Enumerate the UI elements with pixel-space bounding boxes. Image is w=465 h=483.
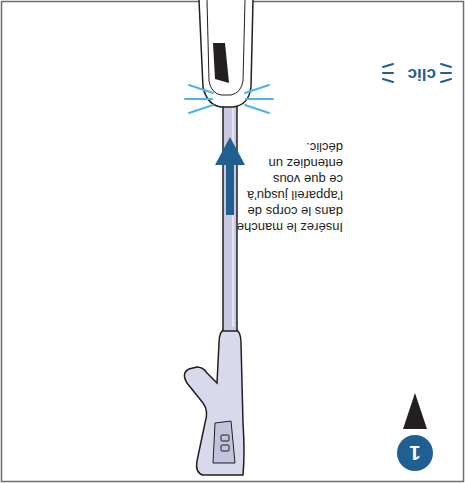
click-marks [185, 85, 273, 113]
body-slot [213, 43, 229, 83]
instruction-text: Insérez le manche dans le corps de l'app… [231, 139, 343, 235]
handle-grip [184, 329, 244, 475]
step-number: 1 [397, 435, 433, 471]
step-circle [397, 435, 433, 471]
click-label: clic [408, 64, 436, 84]
body-inner-edge [207, 0, 245, 95]
grip-button [221, 435, 229, 441]
grip-button [221, 445, 229, 451]
pointer-triangle [403, 393, 427, 429]
grip-recess [213, 421, 235, 463]
insert-arrow [215, 137, 245, 215]
step-text: 1 [409, 442, 420, 465]
